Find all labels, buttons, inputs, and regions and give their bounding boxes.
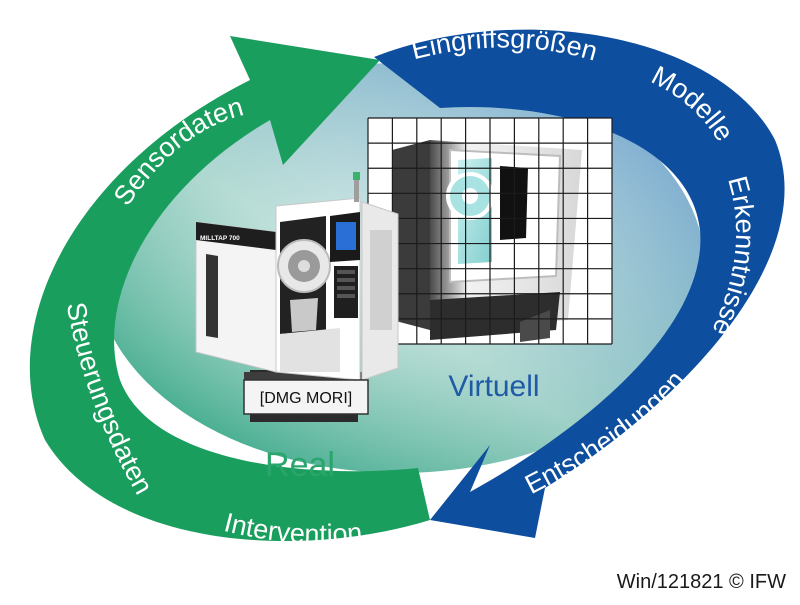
green-arrow xyxy=(29,36,431,542)
source-label: [DMG MORI] xyxy=(260,390,352,407)
machine-model-label: MILLTAP 700 xyxy=(200,235,240,242)
virtual-machine-model xyxy=(392,140,582,342)
blue-arrow xyxy=(374,29,785,538)
real-machine-illustration: MILLTAP 700 [DMG MORI] xyxy=(195,172,399,422)
control-keypad xyxy=(334,266,358,318)
copyright-credit: Win/121821 © IFW xyxy=(616,571,786,593)
control-screen xyxy=(336,222,356,250)
signal-tower xyxy=(354,178,359,202)
virtual-machine-illustration xyxy=(367,117,613,345)
source-label-box xyxy=(243,379,369,415)
virtual-label: Virtuell xyxy=(448,370,539,403)
virtual-grid xyxy=(367,117,613,345)
real-label: Real xyxy=(265,446,335,484)
